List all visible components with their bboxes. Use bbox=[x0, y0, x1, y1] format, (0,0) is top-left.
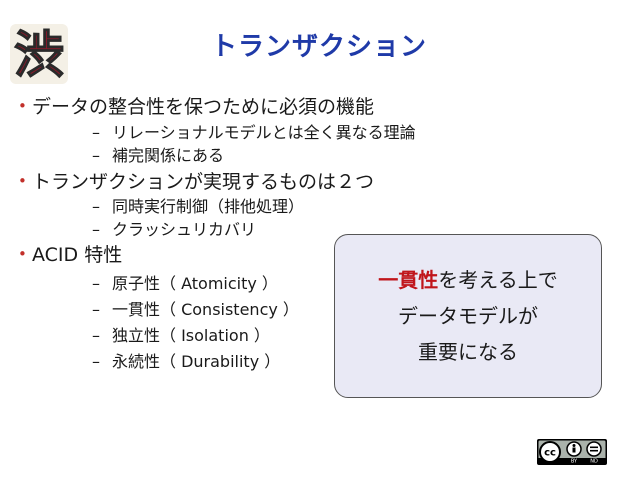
sub-bullet-item: –独立性（ Isolation ） bbox=[92, 322, 270, 346]
callout-line-1-rest: を考える上で bbox=[438, 268, 558, 292]
sub-bullet-text: 独立性（ Isolation ） bbox=[112, 326, 270, 345]
bullet-item: • ACID 特性 bbox=[18, 240, 122, 267]
sub-bullet-item: –原子性（ Atomicity ） bbox=[92, 270, 278, 294]
callout-box: 一貫性を考える上で データモデルが 重要になる bbox=[334, 234, 602, 398]
sub-bullet-item: –一貫性（ Consistency ） bbox=[92, 296, 299, 320]
sub-bullet-item: –クラッシュリカバリ bbox=[92, 216, 256, 240]
dash-icon: – bbox=[92, 123, 100, 142]
dash-icon: – bbox=[92, 326, 100, 345]
cc-license-icon[interactable]: cc BY ND bbox=[537, 439, 607, 465]
bullet-icon: • bbox=[18, 172, 27, 190]
dash-icon: – bbox=[92, 352, 100, 371]
sub-bullet-text: 補完関係にある bbox=[112, 146, 225, 165]
bullet-text: データの整合性を保つために必須の機能 bbox=[32, 96, 375, 118]
sub-bullet-item: –補完関係にある bbox=[92, 142, 224, 166]
sub-bullet-text: 一貫性（ Consistency ） bbox=[112, 300, 299, 319]
sub-bullet-text: クラッシュリカバリ bbox=[112, 220, 257, 239]
sub-bullet-text: リレーショナルモデルとは全く異なる理論 bbox=[112, 123, 416, 142]
dash-icon: – bbox=[92, 274, 100, 293]
sub-bullet-text: 原子性（ Atomicity ） bbox=[112, 274, 278, 293]
bullet-item: • データの整合性を保つために必須の機能 bbox=[18, 92, 374, 119]
bullet-text: トランザクションが実現するものは２つ bbox=[32, 171, 375, 193]
svg-text:渋: 渋 bbox=[14, 25, 64, 84]
sub-bullet-text: 永続性（ Durability ） bbox=[112, 352, 281, 371]
bullet-icon: • bbox=[18, 245, 27, 263]
svg-text:cc: cc bbox=[544, 448, 556, 459]
sub-bullet-item: –同時実行制御（排他処理） bbox=[92, 193, 304, 217]
dash-icon: – bbox=[92, 197, 100, 216]
bullet-item: • トランザクションが実現するものは２つ bbox=[18, 167, 374, 194]
logo-icon: 渋 bbox=[8, 20, 70, 88]
callout-line-1: 一貫性を考える上で bbox=[378, 262, 557, 298]
dash-icon: – bbox=[92, 220, 100, 239]
callout-line-2: データモデルが bbox=[398, 304, 538, 328]
svg-text:ND: ND bbox=[590, 459, 598, 465]
slide-title: トランザクション bbox=[210, 32, 427, 62]
callout-highlight: 一貫性 bbox=[378, 268, 439, 292]
sub-bullet-item: –リレーショナルモデルとは全く異なる理論 bbox=[92, 119, 416, 143]
bullet-icon: • bbox=[18, 97, 27, 115]
bullet-text: ACID 特性 bbox=[32, 244, 123, 266]
sub-bullet-text: 同時実行制御（排他処理） bbox=[112, 197, 305, 216]
callout-line-3: 重要になる bbox=[418, 340, 518, 364]
dash-icon: – bbox=[92, 146, 100, 165]
sub-bullet-item: –永続性（ Durability ） bbox=[92, 348, 280, 372]
dash-icon: – bbox=[92, 300, 100, 319]
svg-text:BY: BY bbox=[571, 459, 578, 465]
